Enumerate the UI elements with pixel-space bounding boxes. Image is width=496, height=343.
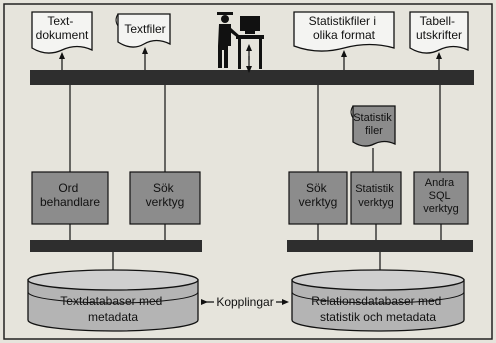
- statistics-files-shape: [352, 105, 396, 147]
- outer-frame: [3, 3, 493, 340]
- search-tool-right-label: Sök verktyg: [299, 181, 338, 209]
- text-files-label: Textfiler: [124, 22, 165, 36]
- top-connectors: [69, 85, 441, 172]
- relational-database-cylinder: [291, 269, 465, 332]
- text-document-label: Text- dokument: [36, 14, 89, 42]
- table-printouts-label: Tabell- utskrifter: [416, 14, 462, 42]
- link-label: Kopplingar: [216, 295, 273, 309]
- sql-tool-label: Andra SQL verktyg: [423, 177, 458, 215]
- text-database-cylinder: [27, 269, 199, 332]
- search-tool-left-box: [129, 171, 201, 225]
- person-at-computer-icon: [217, 12, 264, 69]
- table-printouts-shape: [409, 11, 469, 54]
- word-processor-label: Ord behandlare: [40, 181, 100, 209]
- relational-database-label: Relationsdatabaser med statistik och met…: [311, 294, 444, 324]
- statistics-formats-shape: [293, 11, 395, 52]
- text-database-label: Textdatabaser med metadata: [60, 294, 165, 324]
- relational-db-bar: [287, 240, 473, 252]
- statistics-files-label: Statistik filer: [353, 112, 395, 137]
- search-tool-right-box: [288, 171, 348, 225]
- statistics-tool-label: Statistik verktyg: [355, 183, 397, 209]
- mid-connectors: [69, 224, 442, 240]
- statistics-tool-box: [350, 171, 402, 225]
- top-bar: [30, 70, 474, 85]
- statistics-formats-label: Statistikfiler i olika format: [309, 14, 380, 42]
- link-label-bg: [214, 295, 276, 309]
- text-db-bar: [30, 240, 202, 252]
- text-document-shape: [31, 11, 93, 54]
- text-files-shape: [117, 13, 171, 48]
- search-tool-left-label: Sök verktyg: [146, 181, 185, 209]
- sql-tool-box: [413, 171, 469, 225]
